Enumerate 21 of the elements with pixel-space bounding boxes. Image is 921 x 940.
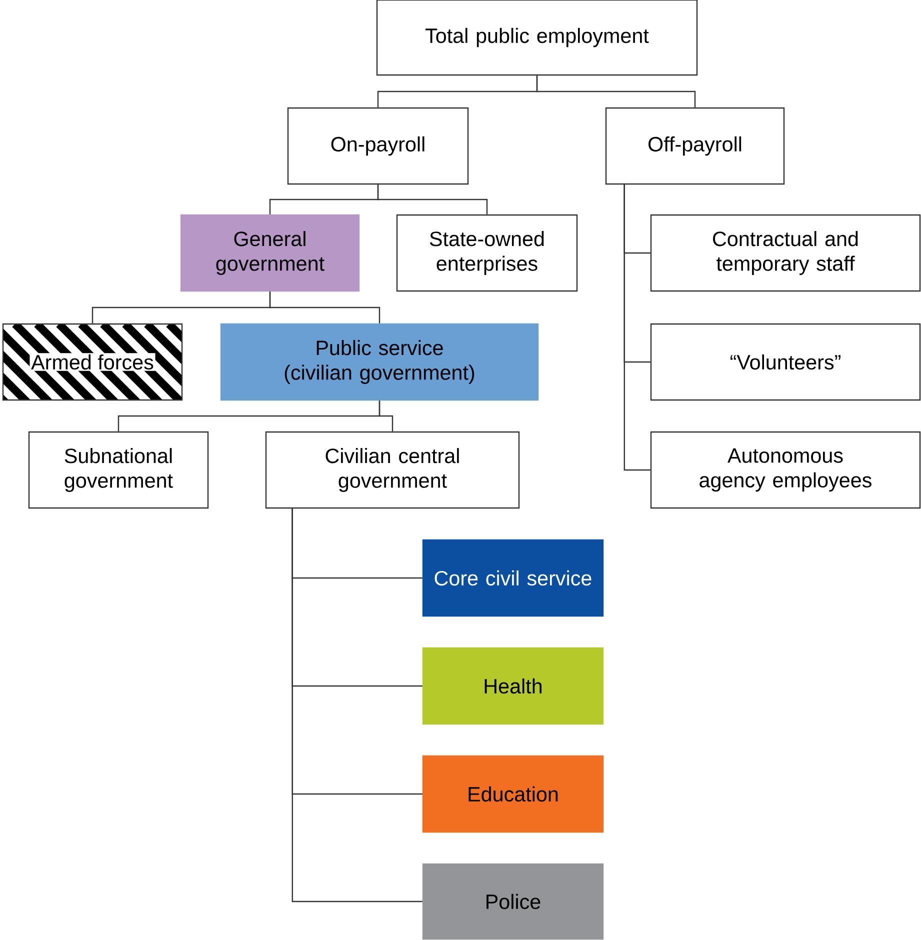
category-box: “Volunteers” — [650, 323, 921, 401]
category-box: On-payroll — [287, 107, 469, 185]
category-box: Police — [422, 863, 604, 940]
category-box: Contractual and temporary staff — [650, 214, 921, 292]
connector-line — [536, 76, 696, 108]
connector-line — [378, 400, 394, 432]
connector-line — [624, 184, 650, 471]
category-box: Autonomous agency employees — [650, 431, 921, 509]
category-box: Subnational government — [28, 431, 209, 509]
category-box: Public service (civilian government) — [220, 323, 539, 401]
category-box: General government — [180, 214, 360, 292]
category-box: Civilian central government — [265, 431, 520, 509]
category-box: Off-payroll — [605, 107, 785, 185]
category-box: Education — [422, 755, 604, 833]
connector-line — [377, 184, 488, 214]
category-box: Health — [422, 647, 604, 725]
category-box: Total public employment — [376, 0, 698, 76]
category-box: Core civil service — [422, 539, 604, 617]
category-box: State-owned enterprises — [396, 214, 578, 292]
connector-line — [269, 292, 380, 324]
connector-line — [292, 508, 422, 902]
